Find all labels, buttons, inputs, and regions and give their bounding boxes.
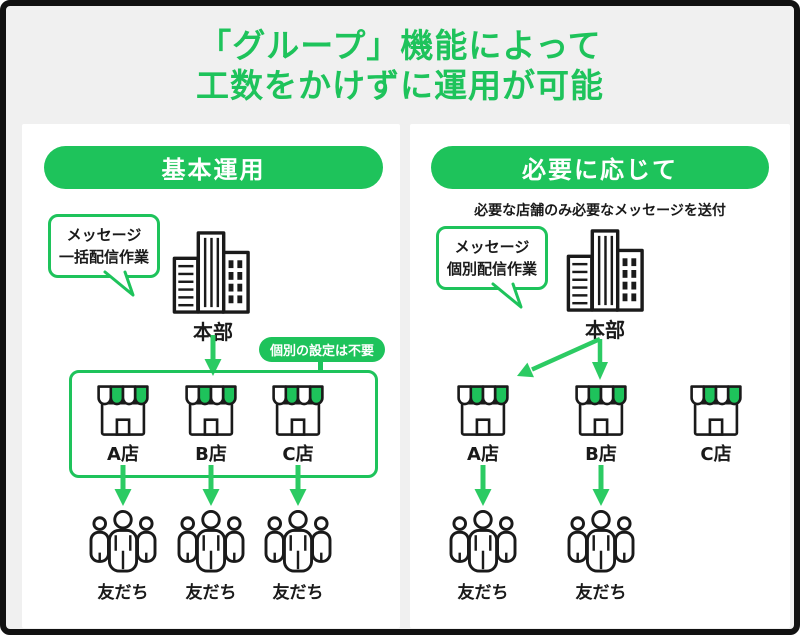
store-c-label: C店 xyxy=(282,444,314,465)
people-group-icon xyxy=(86,510,160,574)
arrow-down-icon xyxy=(473,464,493,506)
arrow-down-icon xyxy=(591,464,611,506)
arrow-down-icon xyxy=(288,464,308,506)
building-icon xyxy=(564,226,646,314)
store-b: B店 xyxy=(183,384,239,466)
friends-label: 友だち xyxy=(575,583,627,603)
friends-group-a: 友だち xyxy=(445,510,521,603)
store-c-label: C店 xyxy=(700,444,732,465)
friends-label: 友だち xyxy=(185,583,237,603)
bubble-line1: メッセージ xyxy=(454,237,530,256)
people-group-icon xyxy=(174,510,248,574)
tag-connector xyxy=(318,361,323,373)
friends-label: 友だち xyxy=(97,583,149,603)
store-a: A店 xyxy=(95,384,151,466)
bubble-line2: 一括配信作業 xyxy=(58,248,149,266)
store-a-label: A店 xyxy=(467,444,499,465)
storefront-icon xyxy=(688,384,744,438)
basic-operation-panel: 基本運用 メッセージ 一括配信作業 本部 個別の設定は不要 A店 B店 xyxy=(22,124,400,628)
basic-operation-header-label: 基本運用 xyxy=(161,156,266,184)
friends-group-c: 友だち xyxy=(260,510,336,603)
storefront-icon xyxy=(183,384,239,438)
as-needed-subtitle: 必要な店舗のみ必要なメッセージを送付 xyxy=(474,203,726,219)
basic-operation-header: 基本運用 xyxy=(44,146,383,189)
friends-group-a: 友だち xyxy=(85,510,161,603)
individual-speech-bubble: メッセージ 個別配信作業 xyxy=(436,226,548,309)
storefront-icon xyxy=(455,384,511,438)
friends-label: 友だち xyxy=(457,583,509,603)
store-b: B店 xyxy=(573,384,629,466)
people-group-icon xyxy=(446,510,520,574)
as-needed-header-label: 必要に応じて xyxy=(522,156,678,184)
friends-label: 友だち xyxy=(272,583,324,603)
store-c: C店 xyxy=(688,384,744,466)
page-title-line1: 「グループ」機能によって xyxy=(198,26,602,65)
bubble-tail xyxy=(491,282,523,309)
page-title: 「グループ」機能によって 工数をかけずに運用が可能 xyxy=(6,26,794,106)
building-icon xyxy=(170,228,252,316)
arrow-down-icon xyxy=(113,464,133,506)
page-title-line2: 工数をかけずに運用が可能 xyxy=(196,66,604,105)
store-b-label: B店 xyxy=(195,444,227,465)
bubble-tail xyxy=(103,270,135,297)
hq-label: 本部 xyxy=(585,318,625,342)
store-a-label: A店 xyxy=(107,444,139,465)
arrow-down-icon xyxy=(201,464,221,506)
group-box xyxy=(69,370,378,478)
bubble-line2: 個別配信作業 xyxy=(446,260,537,278)
store-c: C店 xyxy=(270,384,326,466)
branching-arrows-icon xyxy=(517,336,608,380)
storefront-icon xyxy=(573,384,629,438)
storefront-icon xyxy=(95,384,151,438)
no-individual-setup-tag: 個別の設定は不要 xyxy=(259,337,385,362)
storefront-icon xyxy=(270,384,326,438)
as-needed-panel: 必要に応じて 必要な店舗のみ必要なメッセージを送付 メッセージ 個別配信作業 本… xyxy=(410,124,790,628)
as-needed-header: 必要に応じて xyxy=(431,146,769,189)
friends-group-b: 友だち xyxy=(563,510,639,603)
people-group-icon xyxy=(261,510,335,574)
people-group-icon xyxy=(564,510,638,574)
store-a: A店 xyxy=(455,384,511,466)
bubble-line1: メッセージ xyxy=(66,225,142,244)
store-b-label: B店 xyxy=(585,444,617,465)
friends-group-b: 友だち xyxy=(173,510,249,603)
broadcast-speech-bubble: メッセージ 一括配信作業 xyxy=(48,214,160,297)
